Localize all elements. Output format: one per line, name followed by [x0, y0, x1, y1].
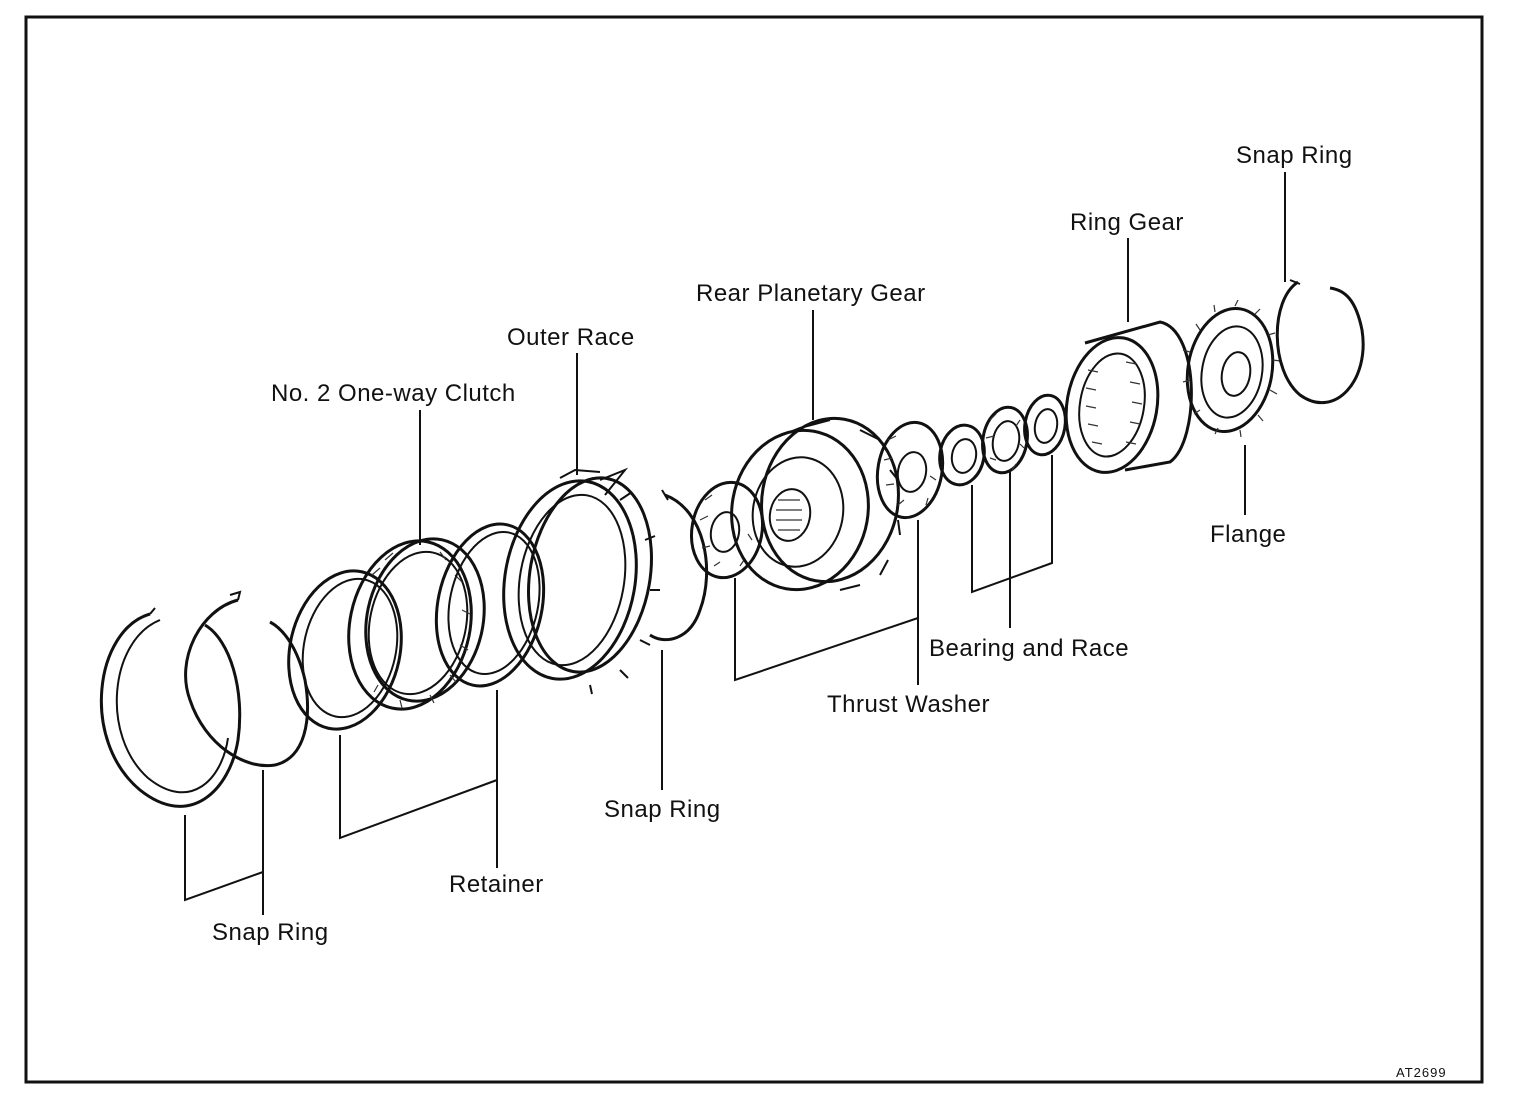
snap-ring-middle-part [649, 489, 709, 642]
label-outer-race: Outer Race [507, 324, 635, 351]
label-snap-ring-middle: Snap Ring [604, 796, 721, 823]
label-snap-ring-bottom: Snap Ring [212, 919, 329, 946]
thrust-washer-right-part [875, 420, 945, 520]
snap-ring-front-part [99, 607, 242, 808]
label-snap-ring-top: Snap Ring [1236, 142, 1353, 169]
retainer-right-part [434, 522, 546, 688]
label-retainer: Retainer [449, 871, 544, 898]
diagram-frame [24, 15, 1484, 1084]
label-one-way-clutch: No. 2 One-way Clutch [271, 380, 516, 407]
drawing-code: AT2699 [1396, 1065, 1447, 1080]
bearing-and-race-part [938, 393, 1067, 487]
flange-part [1182, 299, 1281, 438]
label-rear-planetary-gear: Rear Planetary Gear [696, 280, 926, 307]
outer-race-part [502, 467, 660, 695]
thrust-washer-left-part [690, 480, 764, 580]
rear-planetary-gear-part [730, 416, 901, 592]
label-thrust-washer: Thrust Washer [827, 691, 990, 718]
one-way-clutch-part [347, 537, 486, 711]
label-bearing-and-race: Bearing and Race [929, 635, 1129, 662]
label-ring-gear: Ring Gear [1070, 209, 1184, 236]
ring-gear-part [1064, 320, 1193, 474]
leader-lines [184, 172, 1286, 915]
label-flange: Flange [1210, 521, 1286, 548]
snap-ring-rear-part [1275, 279, 1365, 405]
snap-ring-second-part [184, 590, 309, 768]
